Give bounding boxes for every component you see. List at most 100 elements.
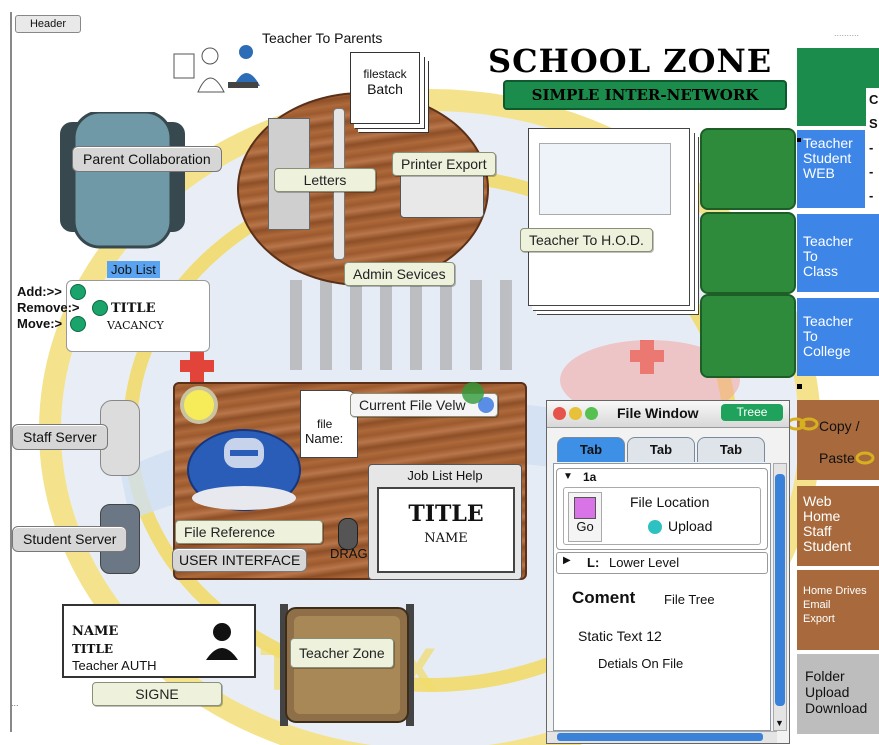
partial-text-3: -	[869, 140, 874, 155]
printer-export-button[interactable]: Printer Export	[392, 152, 496, 176]
remove-label: Remove:>	[17, 300, 80, 315]
ttcol-line-3: College	[803, 343, 851, 359]
hd-line-3: Export	[803, 613, 835, 625]
id-card: NAME TITLE Teacher AUTH	[62, 604, 256, 678]
file-name-line-1: file	[317, 417, 333, 431]
job-list-card: TITLE VACANCY	[66, 280, 210, 352]
upload-label: Upload	[668, 518, 713, 534]
move-button[interactable]	[70, 316, 86, 332]
zoom-window-button[interactable]	[585, 407, 598, 420]
minimize-window-button[interactable]	[569, 407, 582, 420]
vertical-scrollbar[interactable]: ▼	[773, 463, 787, 731]
folder-tile[interactable]: Folder Upload Download	[797, 654, 879, 734]
ttcol-line-1: Teacher	[803, 313, 853, 329]
admin-services-button[interactable]: Admin Sevices	[344, 262, 455, 286]
batch-document[interactable]: filestack Batch	[350, 52, 420, 124]
file-name-line-2: Name:	[305, 431, 344, 446]
wh-line-2: Home	[803, 508, 841, 524]
brand-subtitle: SIMPLE INTER-NETWORK	[503, 80, 787, 110]
job-list-help-title: Job List Help	[407, 468, 483, 483]
batch-label: Batch	[367, 81, 403, 97]
student-server-button[interactable]: Student Server	[12, 526, 128, 552]
tree-badge[interactable]: Treee	[721, 404, 783, 421]
help-card: TITLE NAME	[377, 487, 515, 573]
teacher-zone-button[interactable]: Teacher Zone	[290, 638, 394, 668]
file-name-note[interactable]: file Name:	[300, 390, 358, 458]
file-window-title: File Window	[617, 405, 699, 421]
copy-paste-tile[interactable]: Copy / Paste	[797, 400, 879, 480]
section-inner: Go File Location Upload	[563, 487, 761, 545]
avatar-icon	[206, 623, 238, 660]
bullet-dot	[797, 384, 802, 389]
h-scroll-thumb[interactable]	[557, 733, 763, 741]
folder-line-2: Upload	[805, 684, 850, 700]
chain-link-icon-2	[855, 451, 875, 465]
id-role: Teacher AUTH	[72, 658, 157, 673]
meeting-illustration	[539, 143, 671, 215]
lower-level-label: Lower Level	[609, 555, 680, 570]
disclosure-open-icon[interactable]: ▼	[563, 471, 573, 482]
go-color-swatch	[574, 497, 596, 519]
job-vacancy: VACANCY	[107, 319, 164, 332]
file-tree-label: File Tree	[664, 592, 715, 607]
tsw-line-2: Student	[803, 150, 852, 166]
copy-label: Copy /	[819, 418, 860, 434]
current-file-view-label: Current File Velw	[359, 397, 466, 413]
web-home-tile[interactable]: Web Home Staff Student	[797, 486, 879, 566]
drag-label: DRAG	[330, 546, 368, 561]
horizontal-scrollbar[interactable]	[547, 731, 777, 743]
wh-line-4: Student	[803, 538, 852, 554]
wh-line-3: Staff	[803, 523, 832, 539]
file-window: File Window Treee Tab Tab Tab ▼ 1a Go Fi…	[546, 400, 790, 744]
static-text-label: Static Text 12	[578, 628, 662, 644]
file-window-titlebar: File Window Treee	[547, 401, 789, 428]
teacher-to-class-tile[interactable]: Teacher To Class	[797, 214, 879, 292]
job-list-label: Job List	[107, 261, 160, 278]
file-window-content: ▼ 1a Go File Location Upload ▶ L: Lower …	[553, 463, 771, 731]
remove-button[interactable]	[92, 300, 108, 316]
tab-2[interactable]: Tab	[627, 437, 695, 462]
upload-dot[interactable]	[648, 520, 662, 534]
disclosure-closed-icon: ▶	[563, 555, 571, 566]
home-drives-tile[interactable]: Home Drives Email Export	[797, 570, 879, 650]
teacher-student-web-tile[interactable]: Teacher Student WEB	[797, 130, 865, 208]
imac-icon	[187, 429, 301, 511]
lower-level-row[interactable]: ▶ L: Lower Level	[556, 552, 768, 574]
close-window-button[interactable]	[553, 407, 566, 420]
parent-collaboration-button[interactable]: Parent Collaboration	[72, 146, 222, 172]
scroll-thumb[interactable]	[775, 474, 785, 706]
tab-3[interactable]: Tab	[697, 437, 765, 462]
blue-status-dot	[478, 397, 494, 413]
classroom-panel-web	[700, 128, 796, 210]
id-title: TITLE	[72, 642, 114, 656]
mouse-icon	[338, 518, 358, 550]
signe-button[interactable]: SIGNE	[92, 682, 222, 706]
help-card-name: NAME	[424, 531, 468, 546]
partial-info-panel: C S - - -	[866, 88, 879, 238]
go-button[interactable]: Go	[568, 492, 602, 542]
batch-top-label: filestack	[363, 67, 407, 81]
svg-text:...: ...	[11, 698, 19, 708]
gear-icon	[462, 382, 484, 404]
tsw-line-1: Teacher	[803, 135, 853, 151]
ttc-line-3: Class	[803, 263, 839, 279]
wh-line-1: Web	[803, 493, 832, 509]
brand-title: SCHOOL ZONE	[488, 42, 773, 80]
partial-text-2: S	[869, 116, 878, 131]
letters-button[interactable]: Letters	[274, 168, 376, 192]
teacher-to-college-tile[interactable]: Teacher To College	[797, 298, 879, 376]
user-interface-button[interactable]: USER INTERFACE	[172, 548, 308, 572]
lamp-icon	[180, 386, 218, 424]
job-title: TITLE	[111, 301, 156, 316]
header-button[interactable]: Header	[15, 15, 81, 33]
partial-text-5: -	[869, 188, 874, 203]
tab-1[interactable]: Tab	[557, 437, 625, 462]
add-button[interactable]	[70, 284, 86, 300]
staff-server-button[interactable]: Staff Server	[12, 424, 108, 450]
file-reference-field[interactable]: File Reference	[175, 520, 323, 544]
add-label: Add:>>	[17, 284, 62, 299]
move-label: Move:>	[17, 316, 63, 331]
teacher-to-hod-button[interactable]: Teacher To H.O.D.	[520, 228, 653, 252]
ttcol-line-2: To	[803, 328, 818, 344]
scroll-down-arrow[interactable]: ▼	[775, 718, 784, 728]
